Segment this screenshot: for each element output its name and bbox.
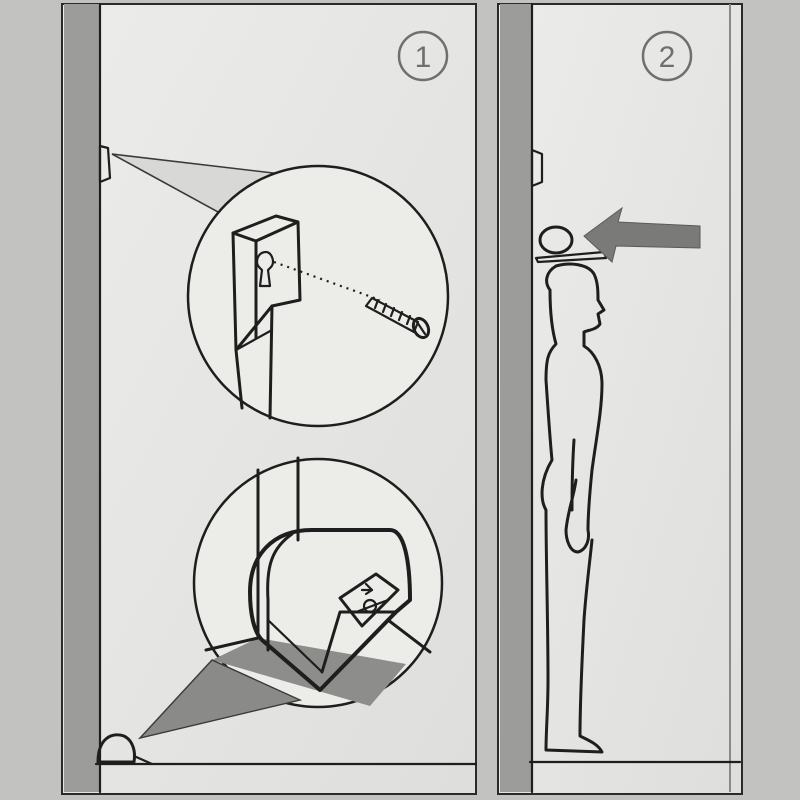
alignment-dotted-line [273, 260, 381, 302]
detail-circle-bottom [192, 456, 444, 709]
panel-1: 1 [61, 2, 478, 795]
arrow-icon [583, 206, 701, 263]
wall-bracket-2 [530, 148, 544, 188]
panel-2: 2 [497, 2, 743, 795]
detail-circle-top [186, 164, 450, 428]
wall-bracket-top [98, 144, 112, 184]
panel-number-2: 2 [641, 30, 693, 82]
svg-text:2: 2 [659, 41, 676, 74]
wall-strip-2 [500, 4, 532, 792]
callout-wedge-bottom [137, 659, 303, 740]
panel-number-1: 1 [397, 30, 449, 82]
person-silhouette [540, 262, 606, 754]
floor-device-small [96, 733, 154, 766]
measuring-head [534, 225, 608, 264]
wall-strip [64, 4, 100, 792]
measuring-device-housing [248, 528, 412, 692]
screw-icon [364, 296, 431, 340]
device-label-plate [338, 572, 400, 628]
svg-text:1: 1 [415, 41, 432, 74]
